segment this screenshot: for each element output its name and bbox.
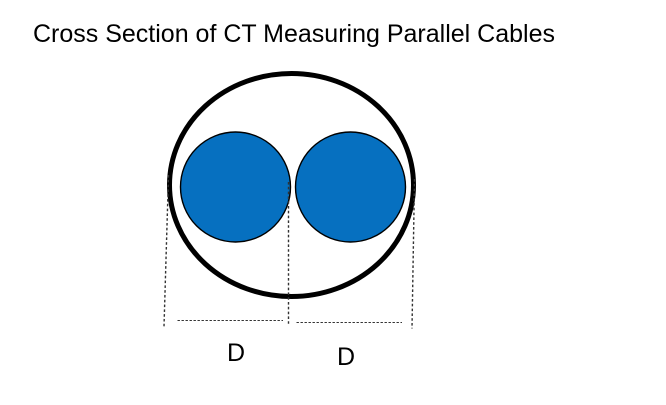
cable-right-circle [294,131,407,243]
dimension-label-left: D [227,339,246,367]
ct-outer-circle [167,71,416,299]
extension-line-left [163,174,170,327]
dimension-label-right: D [337,343,356,371]
extension-line-right [411,178,416,329]
page-title: Cross Section of CT Measuring Parallel C… [33,20,555,48]
cable-left-circle [179,131,292,243]
